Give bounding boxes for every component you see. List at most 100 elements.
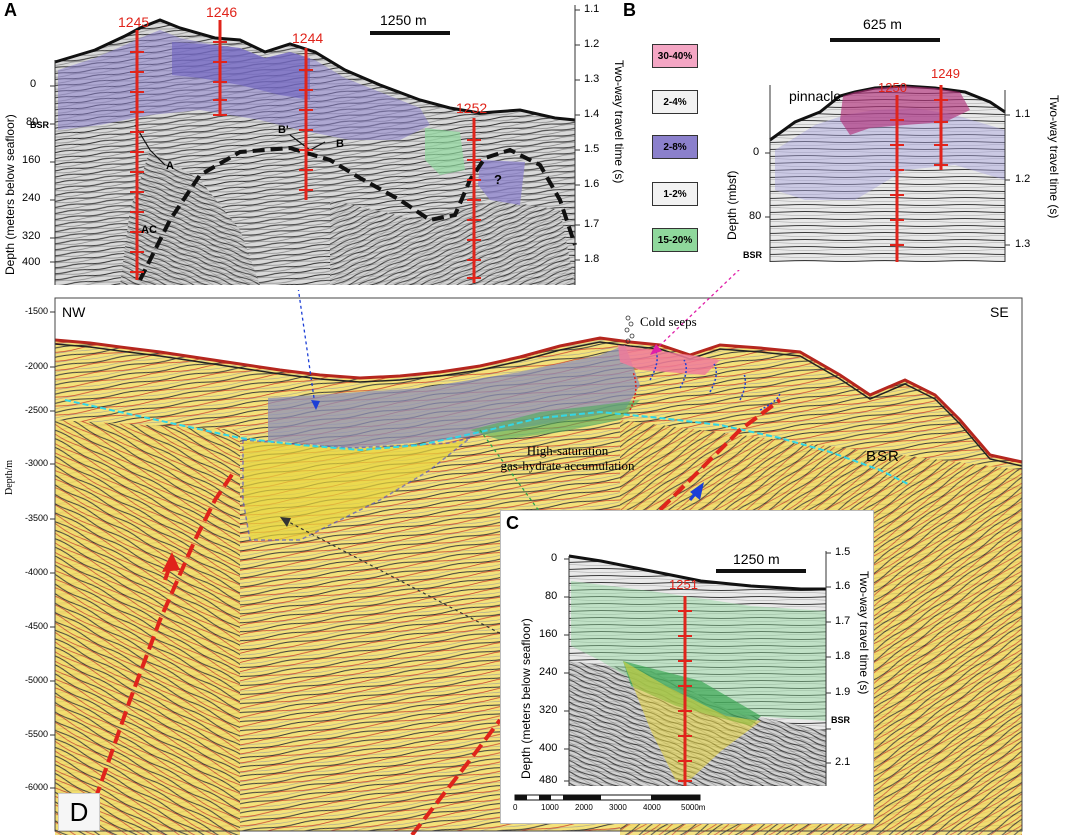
- gas-hydrate-accumulation: [242, 437, 471, 541]
- panel-d-bsr-label: BSR: [866, 448, 900, 465]
- panel-b-right-tick: 1.1: [1015, 108, 1031, 120]
- ruler-label: 5000m: [681, 803, 706, 812]
- panel-a-seafloor: [54, 18, 576, 122]
- panel-b-pinnacle-zone: [840, 86, 970, 135]
- depth-tick: -4000: [24, 567, 48, 577]
- panel-a-dashed-horizon: [138, 145, 577, 281]
- depth-tick: -4500: [24, 621, 48, 631]
- legend-item-2-8: 2-8%: [652, 135, 698, 159]
- panel-a-label-b-prime: B': [278, 124, 289, 136]
- panel-a-label-ac: AC: [141, 224, 157, 236]
- fluid-arrow: [690, 482, 704, 500]
- depth-tick: -5500: [24, 729, 48, 739]
- panel-a-label-a: A: [166, 160, 174, 172]
- panel-a-right-tick: 1.2: [584, 38, 600, 50]
- panel-c-right-tick: 1.6: [835, 580, 851, 592]
- panel-a-right-tick: 1.3: [584, 73, 600, 85]
- panel-b-left-axis-title: Depth (mbsf): [725, 170, 739, 240]
- panel-b-left-tick: 80: [749, 210, 762, 222]
- depth-tick: -2500: [24, 405, 48, 415]
- panel-a-right-tick: 1.7: [584, 218, 600, 230]
- panel-c-right-tick: 2.1: [835, 756, 851, 768]
- panel-a-question-zone: [478, 160, 525, 205]
- panel-b-letter: B: [623, 0, 636, 20]
- legend-item-15-20: 15-20%: [652, 228, 698, 252]
- panel-a-left-tick: 240: [22, 192, 41, 204]
- panel-c-right-tick: 1.9: [835, 686, 851, 698]
- well-1249: 1249: [931, 66, 960, 81]
- well-1252: 1252: [456, 100, 488, 116]
- panel-c-left-tick: 480: [539, 774, 558, 786]
- panel-a-right-tick: 1.5: [584, 143, 600, 155]
- panel-b-right-tick: 1.2: [1015, 173, 1031, 185]
- ruler-label: 4000: [643, 803, 661, 812]
- ruler-label: 0: [513, 803, 518, 812]
- panel-b-left-tick: 0: [753, 146, 760, 158]
- legend-item-1-2: 1-2%: [652, 182, 698, 206]
- panel-c-hydrate-zone: [571, 581, 826, 721]
- fault-bottom: [410, 718, 502, 835]
- legend-label: 2-4%: [663, 96, 687, 108]
- direction-se: SE: [990, 304, 1009, 320]
- pinnacle-label: pinnacle: [789, 88, 842, 104]
- panel-b-scale-label: 625 m: [863, 16, 902, 32]
- legend-label: 30-40%: [657, 50, 693, 62]
- accumulation-label: High-saturation gas-hydrate accumulation: [470, 443, 665, 473]
- depth-tick: -1500: [24, 306, 48, 316]
- panel-a-left-tick: 320: [22, 230, 41, 242]
- legend-label: 15-20%: [657, 234, 693, 246]
- panel-c: C 1250 m 1251 BSR 0 80 160 240 320 400 4…: [500, 510, 874, 824]
- direction-nw: NW: [62, 304, 86, 320]
- panel-a-hydrate-15-20: [425, 128, 465, 175]
- panel-c-left-tick: 0: [551, 552, 558, 564]
- well-1250: 1250: [878, 80, 907, 95]
- panel-c-bottom-ruler: [514, 794, 701, 801]
- panel-a-letter: A: [4, 0, 17, 20]
- panel-a-left-tick: 80: [26, 116, 39, 128]
- panel-c-accumulation-zone: [623, 661, 761, 781]
- panel-a-right-tick: 1.1: [584, 3, 600, 15]
- panel-c-left-tick: 160: [539, 628, 558, 640]
- panel-b-seismic: [770, 86, 1005, 262]
- well-1245: 1245: [118, 14, 150, 30]
- panel-b-right-axis-title: Two-way travel time (s): [1047, 95, 1061, 219]
- panel-c-scale-label: 1250 m: [733, 551, 780, 567]
- legend-item-2-4: 2-4%: [652, 90, 698, 114]
- panel-b-bsr-label: BSR: [743, 250, 763, 260]
- panel-a-right-tick: 1.4: [584, 108, 600, 120]
- panel-a-scale-label: 1250 m: [380, 12, 427, 28]
- well-1251: 1251: [669, 577, 698, 592]
- depth-tick: -2000: [24, 361, 48, 371]
- ruler-label: 3000: [609, 803, 627, 812]
- panel-c-right-tick: 1.8: [835, 650, 851, 662]
- fault-right: [658, 398, 782, 512]
- well-1244: 1244: [292, 30, 324, 46]
- cold-seeps-icon: [624, 315, 635, 344]
- well-1246: 1246: [206, 4, 238, 20]
- panel-c-left-tick: 80: [545, 590, 558, 602]
- panel-c-left-axis-title: Depth (meters below seafloor): [519, 618, 533, 779]
- hydrate-zone-green: [470, 400, 640, 440]
- fault-arrow-left: [162, 552, 180, 572]
- panel-a-right-axis-title: Two-way travel time (s): [612, 60, 626, 184]
- ruler-label: 2000: [575, 803, 593, 812]
- depth-tick: -6000: [24, 782, 48, 792]
- panel-a-left-tick: 160: [22, 154, 41, 166]
- fault-left: [93, 468, 237, 801]
- panel-c-left-tick: 240: [539, 666, 558, 678]
- panel-a-label-b: B: [336, 138, 344, 150]
- panel-c-seafloor: [568, 554, 826, 591]
- panel-c-bsr-label: BSR: [831, 715, 851, 725]
- cold-seeps-label: Cold seeps: [640, 314, 697, 329]
- panel-a: A 1250 m 1245 1246 1244 1252 BSR A B B' …: [0, 0, 626, 290]
- panel-c-left-tick: 320: [539, 704, 558, 716]
- accumulation-line-1: High-saturation: [526, 443, 609, 458]
- panel-d-depth-axis: -1500 -2000 -2500 -3000 -3500 -4000 -450…: [0, 298, 50, 818]
- accumulation-line-2: gas-hydrate accumulation: [500, 458, 635, 473]
- panel-a-right-tick: 1.8: [584, 253, 600, 265]
- legend-label: 1-2%: [663, 188, 687, 200]
- water-column: [55, 298, 1022, 462]
- panel-c-right-tick: 1.7: [835, 615, 851, 627]
- seafloor-reflector: [54, 336, 1023, 464]
- depth-tick: -3000: [24, 458, 48, 468]
